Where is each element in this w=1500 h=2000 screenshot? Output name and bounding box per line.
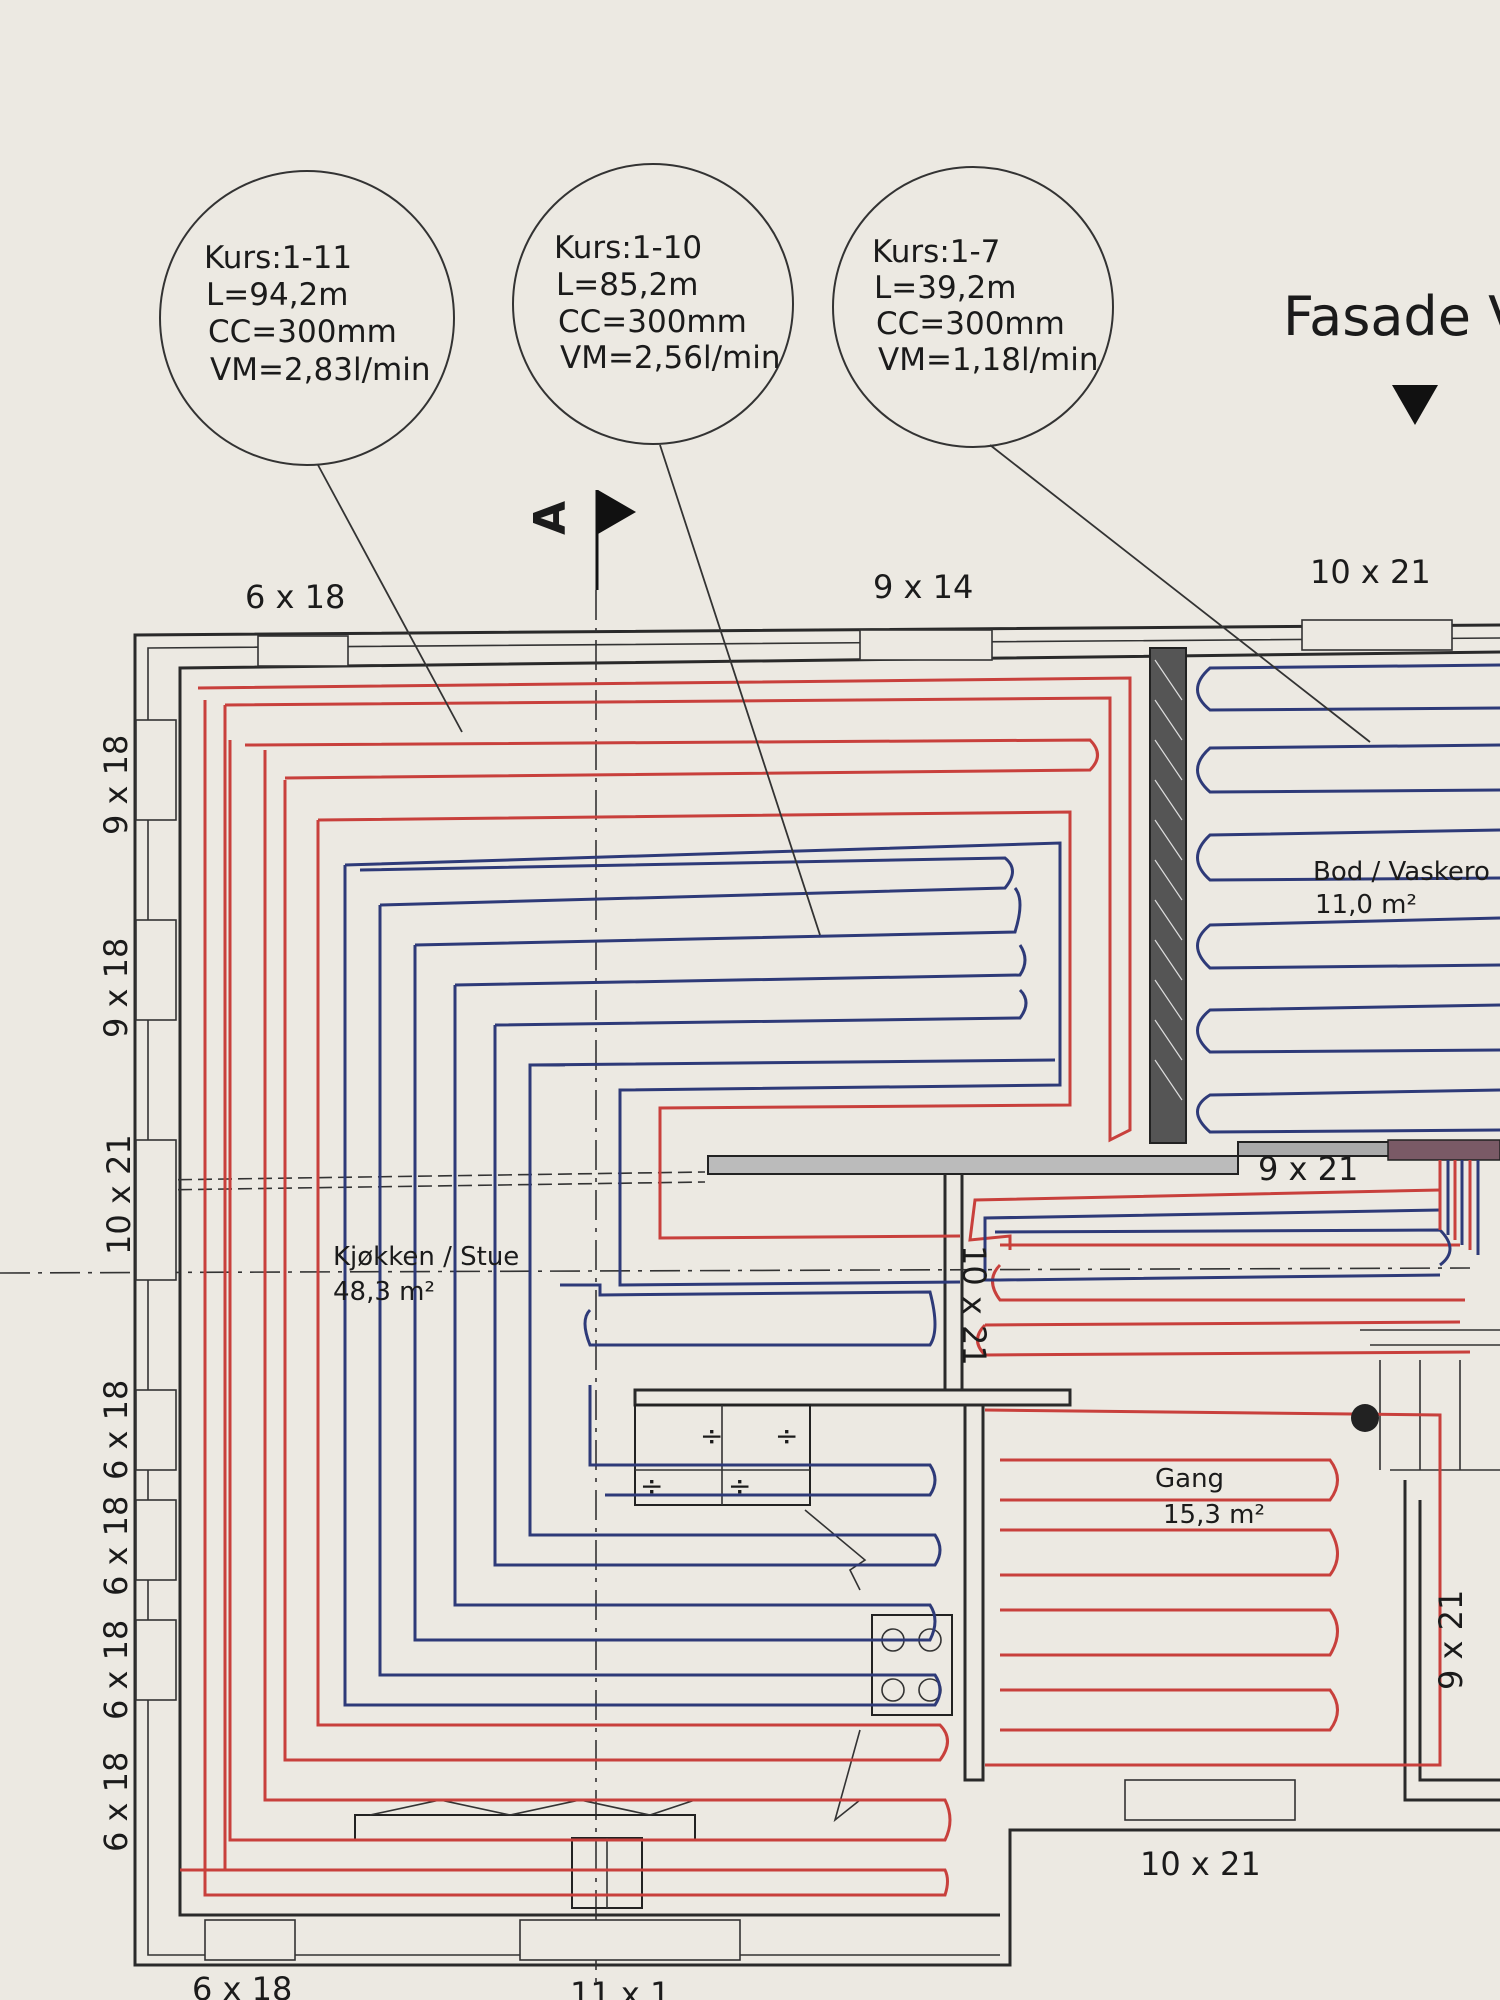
room-kitchen-area: 48,3 m² xyxy=(333,1277,435,1307)
loop-hall-red xyxy=(968,1188,1471,1767)
dim-left-5: 6 x 18 xyxy=(97,1496,135,1596)
circuit-2-flow: VM=2,56l/min xyxy=(560,340,780,376)
circuit-2-kurs: Kurs:1-10 xyxy=(554,230,702,266)
dim-left-3: 10 x 21 xyxy=(100,1134,138,1255)
dim-inner-door-vertical: 10 x 21 xyxy=(955,1245,993,1366)
loop-kitchen-red xyxy=(180,676,1132,1897)
loop-utility-blue xyxy=(1196,663,1500,1134)
window-top-left xyxy=(257,635,349,667)
room-utility-name: Bod / Vaskero xyxy=(1313,857,1490,887)
loop-hall-blue xyxy=(983,1208,1452,1282)
partition-wall xyxy=(707,1155,1239,1175)
section-marker-label: A xyxy=(525,501,576,535)
section-line-horizontal xyxy=(0,1267,1471,1274)
outer-wall xyxy=(133,623,1500,1967)
loop-kitchen-blue xyxy=(343,841,1062,1707)
stove xyxy=(871,1614,953,1716)
circuit-1-flow: VM=2,83l/min xyxy=(210,352,430,388)
window-left-5 xyxy=(135,1499,177,1581)
window-left-6 xyxy=(135,1619,177,1701)
circuit-2-length: L=85,2m xyxy=(556,267,698,303)
bench-roof xyxy=(369,1799,696,1816)
manifold-supply xyxy=(1438,1160,1472,1250)
room-hall-name: Gang xyxy=(1155,1464,1224,1494)
facade-title: Fasade V xyxy=(1283,285,1500,348)
dim-left-4: 6 x 18 xyxy=(97,1380,135,1480)
callout-circle-3 xyxy=(832,166,1114,448)
hall-side-wall xyxy=(963,1405,985,1782)
circuit-3-length: L=39,2m xyxy=(874,270,1016,306)
circuit-1-kurs: Kurs:1-11 xyxy=(204,240,352,276)
circuit-1-cc: CC=300mm xyxy=(208,314,397,350)
dim-top-right: 10 x 21 xyxy=(1310,553,1431,591)
heating-loops xyxy=(180,663,1500,1897)
walls xyxy=(0,590,1500,1985)
dashed-beam xyxy=(157,1171,706,1191)
dim-bottom-partial: 11 x 1 xyxy=(570,1975,670,2000)
window-left-2 xyxy=(135,919,177,1021)
manifold xyxy=(1387,1139,1500,1161)
callout-circle-2 xyxy=(512,163,794,445)
wall-hatching xyxy=(1154,659,1183,1101)
circuit-callouts: Kurs:1-11 L=94,2m CC=300mm VM=2,83l/min … xyxy=(159,163,1371,936)
dim-left-1: 9 x 18 xyxy=(97,735,135,835)
door-bottom-right xyxy=(1124,1779,1296,1821)
window-top-middle xyxy=(859,629,993,661)
cabinet-symbol-2: ÷ xyxy=(775,1419,798,1452)
cabinet-symbol-4: ÷ xyxy=(728,1469,751,1502)
circuit-2-cc: CC=300mm xyxy=(558,304,747,340)
window-left-1 xyxy=(135,719,177,821)
window-left-3 xyxy=(135,1139,177,1281)
room-utility-area: 11,0 m² xyxy=(1315,890,1417,920)
dim-top-middle: 9 x 14 xyxy=(873,568,973,606)
window-bottom-left xyxy=(204,1919,296,1961)
callout-leader-1 xyxy=(317,464,463,733)
kitchen-fixtures: ÷ ÷ ÷ ÷ xyxy=(354,1404,953,1909)
section-flag-icon xyxy=(598,490,636,534)
dim-left-6: 6 x 18 xyxy=(97,1620,135,1720)
dim-top-left: 6 x 18 xyxy=(245,578,345,616)
room-hall-area: 15,3 m² xyxy=(1163,1500,1265,1530)
inner-wall-face xyxy=(178,650,1500,1917)
window-left-4 xyxy=(135,1389,177,1471)
cabinet-symbol-3: ÷ xyxy=(640,1469,663,1502)
hall-wall xyxy=(633,1174,1072,1407)
circuit-1-length: L=94,2m xyxy=(206,277,348,313)
dim-left-2: 9 x 18 xyxy=(97,938,135,1038)
dim-left-7: 6 x 18 xyxy=(97,1752,135,1852)
dimension-labels: 6 x 18 9 x 14 10 x 21 9 x 18 9 x 18 10 x… xyxy=(97,553,1470,2000)
circuit-3-cc: CC=300mm xyxy=(876,306,1065,342)
facade-arrow-icon xyxy=(1392,385,1438,425)
utility-wall-insulated xyxy=(1149,647,1187,1144)
room-labels: Kjøkken / Stue 48,3 m² Gang 15,3 m² Bod … xyxy=(333,857,1490,1530)
stove-burner-3 xyxy=(881,1678,905,1702)
bench xyxy=(354,1814,696,1841)
door-bottom xyxy=(519,1919,741,1961)
circuit-3-flow: VM=1,18l/min xyxy=(878,342,1098,378)
callout-leader-2 xyxy=(659,444,821,936)
manifold-return xyxy=(1446,1160,1480,1255)
cabinet-symbol-1: ÷ xyxy=(700,1419,723,1452)
drain-symbol xyxy=(1351,1404,1379,1432)
room-kitchen-name: Kjøkken / Stue xyxy=(333,1242,519,1272)
circuit-3-kurs: Kurs:1-7 xyxy=(872,234,1000,270)
dim-inner-door: 9 x 21 xyxy=(1258,1150,1358,1188)
window-top-right xyxy=(1301,619,1453,651)
callout-leader-3 xyxy=(989,444,1371,743)
kitchen-lines xyxy=(804,1509,867,1823)
dim-bottom-left: 6 x 18 xyxy=(192,1970,292,2000)
callout-circle-1 xyxy=(159,170,455,466)
openings xyxy=(135,619,1453,1961)
dim-right-vertical: 9 x 21 xyxy=(1432,1590,1470,1690)
dim-bottom-door: 10 x 21 xyxy=(1140,1845,1261,1883)
cabinet-lines xyxy=(635,1405,810,1505)
bath-wall xyxy=(1403,1480,1500,1802)
